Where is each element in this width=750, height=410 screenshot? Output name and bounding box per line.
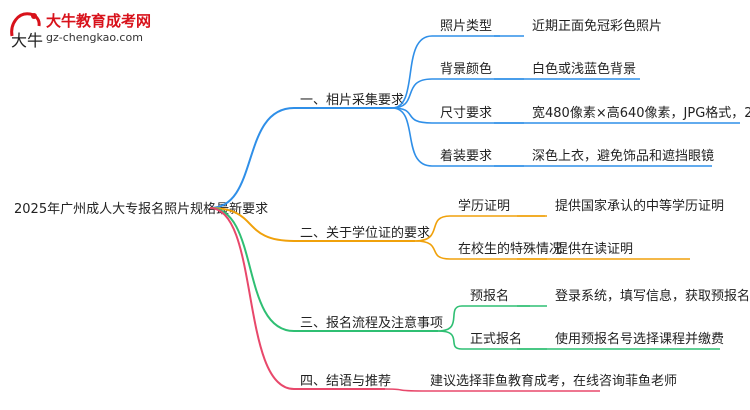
child-connector	[391, 107, 433, 124]
child-label: 学历证明	[458, 198, 510, 214]
child-label: 尺寸要求	[440, 106, 492, 121]
child-connector	[384, 388, 423, 392]
child-value: 白色或浅蓝色背景	[532, 61, 636, 77]
svg-text:大牛: 大牛	[11, 31, 43, 50]
child-label: 正式报名	[470, 331, 522, 347]
child-label: 背景颜色	[440, 61, 492, 77]
child-connector	[391, 78, 433, 109]
branch-label: 四、结语与推荐	[300, 374, 391, 389]
child-label: 在校生的特殊情况	[458, 241, 562, 257]
child-connector	[437, 330, 463, 350]
child-value: 宽480像素×高640像素，JPG格式，20-40KB	[532, 105, 750, 121]
child-label: 预报名	[470, 288, 509, 304]
child-connector	[391, 107, 433, 167]
child-value: 使用预报名号选择课程并缴费	[555, 331, 724, 347]
child-value: 提供国家承认的中等学历证明	[555, 198, 724, 214]
branch-label: 一、相片采集要求	[300, 92, 404, 108]
child-connector	[414, 215, 451, 242]
branch-connector	[209, 207, 295, 332]
child-value: 近期正面免冠彩色照片	[532, 18, 662, 34]
child-connector	[437, 305, 463, 332]
branch-connector	[209, 107, 295, 209]
child-label: 照片类型	[440, 19, 492, 34]
branch-label: 三、报名流程及注意事项	[300, 315, 443, 331]
branch-label: 二、关于学位证的要求	[300, 225, 430, 241]
child-label: 着装要求	[440, 148, 492, 164]
child-value: 提供在读证明	[555, 241, 633, 257]
child-connector	[391, 35, 433, 109]
site-logo[interactable]: 大牛 大牛教育成考网 gz-chengkao.com	[6, 2, 216, 54]
child-label: 建议选择菲鱼教育成考，在线咨询菲鱼老师	[430, 373, 677, 389]
logo-url: gz-chengkao.com	[46, 31, 143, 44]
child-value: 登录系统，填写信息，获取预报名号	[555, 288, 750, 304]
child-value: 深色上衣，避免饰品和遮挡眼镜	[532, 148, 714, 164]
branch-connector	[209, 207, 295, 242]
branch-connector	[209, 207, 295, 390]
root-topic: 2025年广州成人大专报名照片规格最新要求	[14, 201, 268, 217]
logo-mark-icon: 大牛	[10, 12, 43, 50]
child-connector	[414, 240, 451, 260]
logo-title: 大牛教育成考网	[46, 12, 152, 30]
